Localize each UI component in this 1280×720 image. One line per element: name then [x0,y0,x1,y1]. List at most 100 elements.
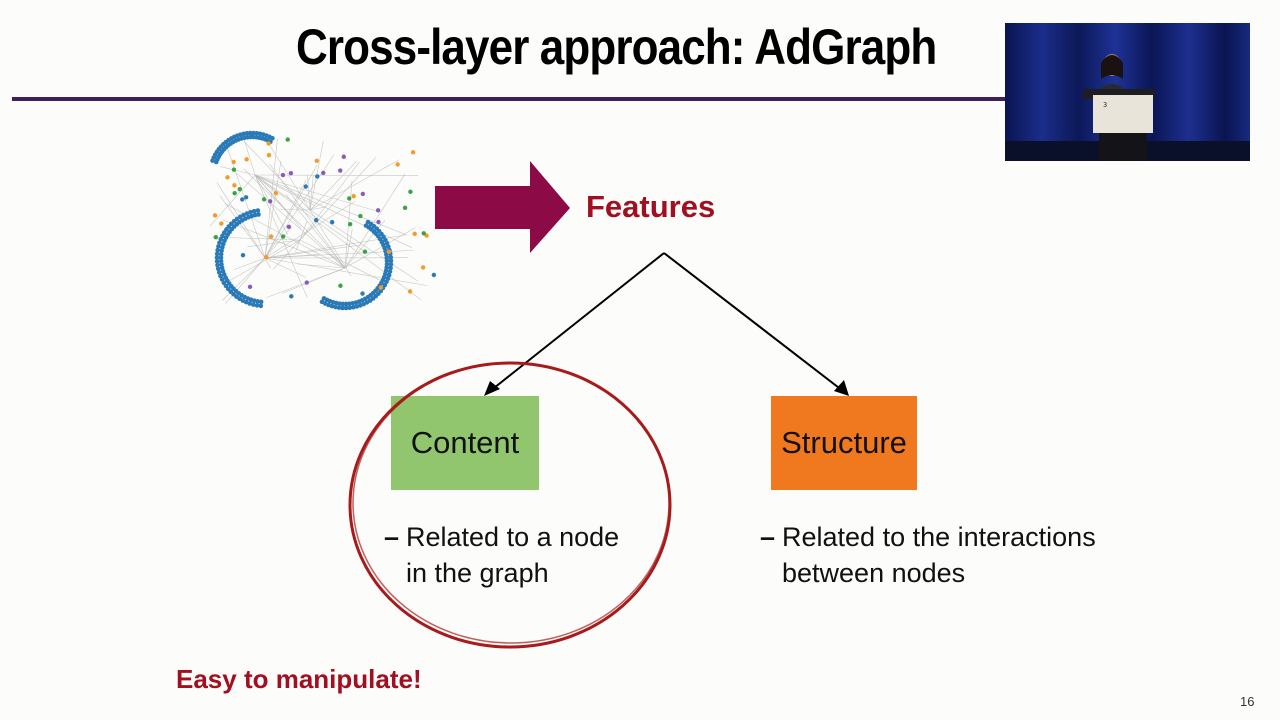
graph-node [219,277,225,282]
graph-edge [344,227,416,269]
graph-node [341,154,346,159]
graph-node [375,208,381,213]
graph-node [249,133,254,138]
graph-node [388,262,394,267]
graph-node [304,280,309,285]
graph-node [351,304,356,310]
graph-edge [233,257,266,271]
content-box: Content [391,396,539,490]
graph-node [218,258,224,264]
graph-node [243,195,249,200]
graph-node [303,184,308,189]
graph-node [237,186,242,192]
graph-edge [299,161,360,241]
graph-node [273,190,278,196]
graph-edge [299,220,308,241]
connector-content [493,252,665,389]
graph-node [218,255,224,260]
graph-node [254,303,260,308]
graph-edge [219,195,266,259]
slide-title: Cross-layer approach: AdGraph [296,19,937,75]
graph-edge [254,174,368,254]
graph-node [358,303,363,308]
graph-edge [264,138,278,259]
graph-edge [309,160,357,211]
graph-node [358,213,363,219]
graph-edge [254,174,412,248]
arrowhead-structure [834,380,849,396]
graph-node [213,235,219,240]
bullet-dash: – [760,522,776,552]
graph-node [215,247,220,253]
tree-connectors [493,252,844,392]
features-label: Features [586,189,716,224]
graph-node [321,170,326,176]
graph-node [247,301,253,306]
graph-node [215,262,220,268]
graph-node [412,231,417,237]
graph-edge [309,175,314,211]
graph-node [347,305,353,311]
graph-edge [265,138,311,211]
graph-node [384,255,390,260]
graph-node [347,196,352,201]
network-graph-image [209,130,437,311]
graph-node [267,199,273,204]
graph-edge [295,239,301,252]
title-rule [12,97,1006,101]
graph-node [388,258,394,264]
graph-node [218,251,224,257]
graph-node [219,221,224,226]
graph-node [219,265,225,271]
graph-edge [264,254,320,259]
graph-node [214,255,220,260]
graph-node [388,265,393,271]
graph-node [216,244,221,249]
graph-node [333,304,338,310]
graph-edge [299,157,377,241]
graph-node [244,211,250,216]
bullet-dash: – [384,522,400,552]
graph-node [255,208,261,213]
content-description: – Related to a node in the graph [384,519,666,591]
graph-edge [247,239,301,248]
graph-edge [254,174,291,215]
graph-node [360,291,365,296]
graph-edge [285,194,346,269]
graph-node [420,265,426,270]
graph-node [240,197,245,202]
graph-node [360,191,366,197]
arrowhead-content [484,381,500,396]
graph-node [243,299,249,305]
graph-node [231,159,236,165]
speaker-video: 3 [1005,23,1250,161]
graph-edge [344,173,406,269]
graph-node [219,262,224,267]
graph-node [378,285,384,290]
speaker-video-scene: 3 [1005,23,1250,161]
graph-edge [272,239,301,270]
graph-node [314,218,319,223]
graph-edge [264,201,356,259]
graph-edge [307,174,311,211]
graph-edge [254,174,316,206]
graph-node [266,152,272,158]
graph-node [264,254,269,260]
graph-node [340,305,345,311]
graph-node [258,299,264,305]
graph-node [410,150,416,155]
graph-node [402,205,408,211]
page-number: 16 [1240,694,1255,709]
graph-edge [236,172,346,269]
graph-edge [344,229,353,269]
graph-edge [309,206,327,211]
graph-edge [254,174,408,236]
graph-node [386,249,392,254]
structure-description-line: between nodes [782,558,966,588]
structure-description: – Related to the interactions between no… [760,519,1162,591]
graph-node [431,272,437,278]
graph-node [362,249,368,254]
graph-edge [254,174,419,176]
content-description-line: Related to a node [406,522,620,552]
